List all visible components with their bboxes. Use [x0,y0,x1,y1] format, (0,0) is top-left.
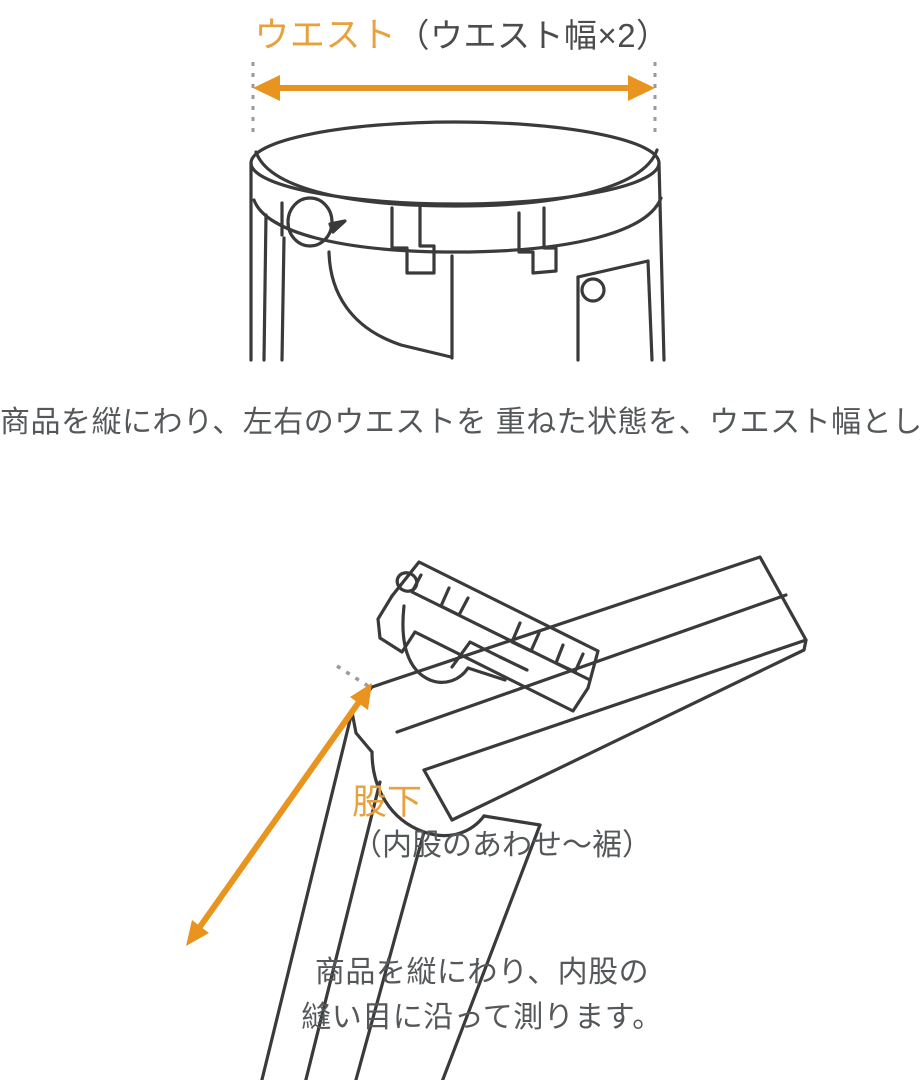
inseam-measurement-section: 股下 （内股のあわせ〜裾） 商品を縦にわり、内股の 縫い目に沿って測ります。 [0,520,924,1080]
inseam-caption: 商品を縦にわり、内股の 縫い目に沿って測ります。 [0,950,924,1040]
inseam-caption-line-2: 縫い目に沿って測ります。 [301,1001,663,1034]
waist-arrow-head-left [253,75,280,101]
inseam-arrow-head-bottom [186,920,209,946]
inseam-measure-guides [186,664,372,946]
inseam-arrow-head-top [350,683,372,710]
waist-caption-line-2: 重ねた状態を、ウエスト幅とします。 [495,406,924,439]
lower-leg-crease [304,780,382,1080]
waistband-rotated-left-end [376,594,394,640]
crotch-to-leg [482,814,542,827]
button-notch [328,219,347,234]
button-rotated [395,571,419,593]
pocket-detail-rotated-2 [498,655,529,672]
waist-arrow-head-right [628,75,655,101]
belt-loop-rotated-3 [554,643,585,674]
upper-leg-top-panel [370,555,808,772]
fly-edge-rotated [466,666,507,682]
fly-curve-rotated [401,604,470,684]
belt-loop-rotated-1 [439,586,470,617]
inseam-label-accent: 股下 [352,783,423,822]
waistband-rotated-bottom-left [378,630,417,654]
right-outer-edge [657,161,666,362]
seam-left-a [262,213,268,362]
waist-measurement-section: ウエスト（ウエスト幅×2） [0,0,924,520]
pocket-detail-rotated [450,640,502,669]
inseam-label-sub: （内股のあわせ〜裾） [352,829,652,862]
waist-caption-line-1: 商品を縦にわり、左右のウエストを [0,406,487,439]
belt-loop-left [390,202,436,275]
inseam-illustration [186,555,808,1080]
lower-leg-right-edge [354,830,426,1080]
upper-leg-fold-line [450,638,808,822]
waist-title: ウエスト（ウエスト幅×2） [0,14,924,58]
belt-loop-rotated-2 [510,621,541,653]
inseam-caption-line-1: 商品を縦にわり、内股の [314,956,650,989]
leg-fold-crease-a [395,593,788,734]
pocket-button [580,277,606,303]
pants-waist-drawing [249,120,666,362]
fly-curve [327,250,453,359]
waistband-inner-rim [254,148,659,208]
lower-leg-left-edge [260,710,354,1080]
inseam-label: 股下 （内股のあわせ〜裾） [352,782,652,868]
seam-left-b [280,236,286,362]
waistband-rotated-bottom [413,630,590,713]
waist-title-sub: （ウエスト幅×2） [396,17,670,54]
pocket-edge-top [576,259,650,279]
waist-measure-guides [251,62,657,132]
waist-illustration [249,62,666,362]
waist-caption: 商品を縦にわり、左右のウエストを 重ねた状態を、ウエスト幅とします。 [0,400,924,445]
belt-loop-right [517,206,558,275]
inseam-arrow-shaft [189,690,369,940]
waistband-rotated-outer [390,560,600,690]
upper-leg-cuff-side [422,768,454,822]
pocket-edge-right [646,259,654,362]
lower-leg-outer-fold [440,823,542,1080]
inseam-guide-line [336,664,369,688]
waistband-button [286,196,334,248]
waist-title-accent: ウエスト [254,16,397,55]
pants-folded-drawing [260,555,808,1080]
